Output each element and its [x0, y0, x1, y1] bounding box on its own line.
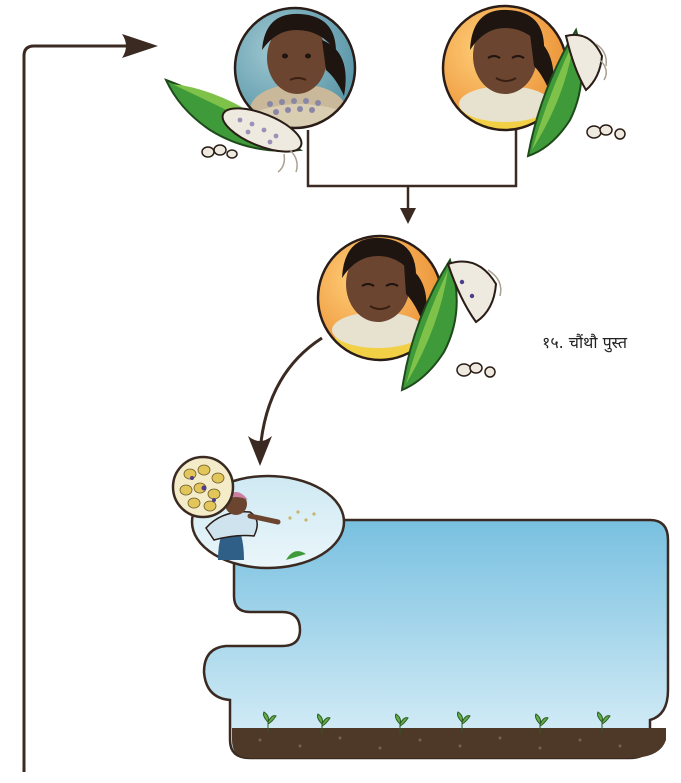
generation-caption: १५. चौंथौ पुस्त — [542, 331, 627, 353]
merge-connector — [308, 130, 516, 224]
seed-basket-icon — [173, 457, 233, 517]
sowing-arrow — [248, 338, 322, 466]
return-loop-arrow — [24, 34, 158, 772]
